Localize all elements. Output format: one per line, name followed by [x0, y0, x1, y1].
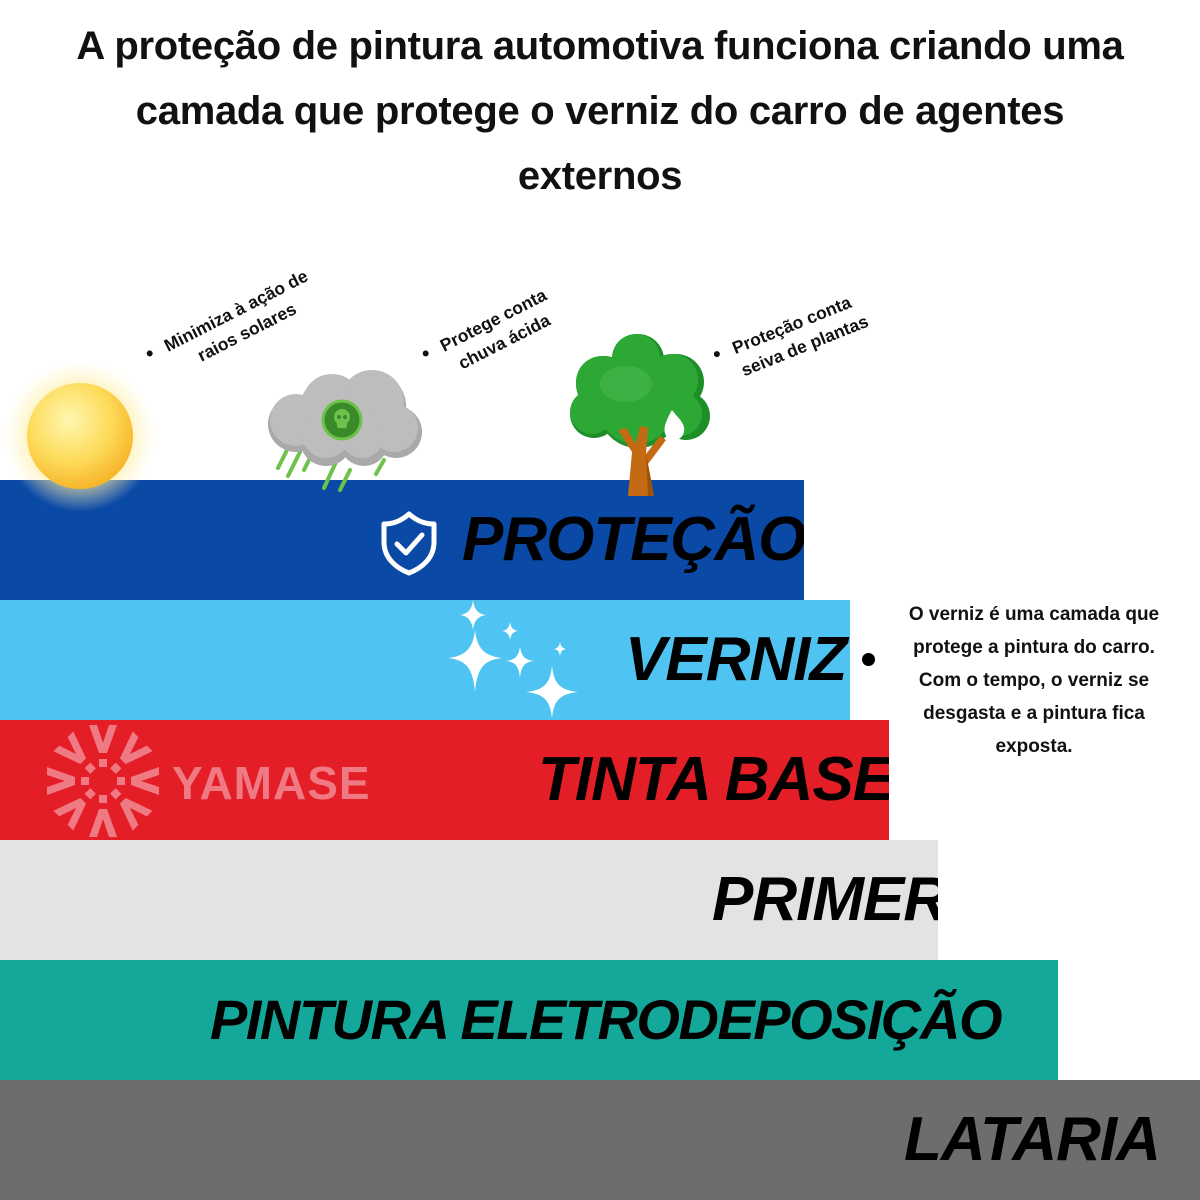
layer-primer: PRIMER	[0, 840, 938, 960]
title-line-1: A proteção de pintura automotiva funcion…	[76, 24, 1124, 68]
yamase-logo-icon	[47, 725, 159, 837]
layer-label-verniz: VERNIZ	[625, 625, 847, 694]
layer-lataria: LATARIA	[0, 1080, 1200, 1200]
layer-label-protecao: PROTEÇÃO	[462, 505, 804, 574]
layer-label-primer: PRIMER	[712, 865, 938, 934]
layer-pintura-eletrodeposicao: PINTURA ELETRODEPOSIÇÃO	[0, 960, 1058, 1080]
bullet-icon	[862, 653, 875, 666]
layer-tinta-base: YAMASE TINTA BASE	[0, 720, 889, 840]
sparkles-icon	[448, 600, 578, 718]
shield-check-icon	[381, 511, 437, 576]
bullet-icon	[145, 349, 154, 358]
verniz-description-line-1: O verniz é uma camada que	[908, 604, 1160, 625]
sun-icon	[4, 360, 156, 512]
page-title: A proteção de pintura automotiva funcion…	[0, 14, 1200, 209]
hazard-note-rain: Protege conta chuva ácida	[418, 283, 562, 388]
bullet-icon	[421, 349, 430, 358]
verniz-description-line-3: Com o tempo, o verniz se	[918, 670, 1150, 691]
layer-label-lataria: LATARIA	[904, 1105, 1161, 1174]
layer-label-pintura-eletrodeposicao: PINTURA ELETRODEPOSIÇÃO	[210, 988, 1003, 1051]
layer-protecao: PROTEÇÃO	[0, 480, 804, 600]
acid-rain-cloud-icon	[268, 370, 422, 492]
verniz-description-line-5: exposta.	[995, 736, 1073, 757]
layer-label-tinta-base: TINTA BASE	[538, 745, 889, 814]
tree-sap-icon	[570, 334, 710, 496]
verniz-description: O verniz é uma camada que protege a pint…	[884, 598, 1184, 763]
title-line-2: camada que protege o verniz do carro de …	[135, 89, 1065, 133]
verniz-description-line-2: protege a pintura do carro.	[913, 637, 1155, 658]
title-line-3: externos	[517, 154, 683, 198]
yamase-logo-text: YAMASE	[172, 757, 371, 809]
layer-verniz: VERNIZ	[0, 600, 850, 720]
hazard-note-sap: Proteção conta seiva de plantas	[710, 287, 872, 390]
verniz-description-line-4: desgasta e a pintura fica	[923, 703, 1145, 724]
